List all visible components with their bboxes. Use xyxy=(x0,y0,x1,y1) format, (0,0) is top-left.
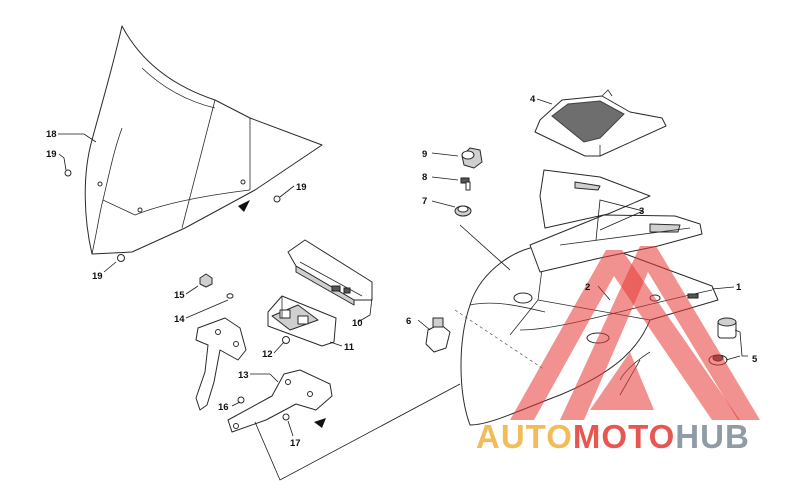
bracket-screw-17 xyxy=(282,413,290,421)
callout-9: 9 xyxy=(422,149,427,160)
callout-19-bottom: 19 xyxy=(92,271,103,282)
ignition-bezel-7 xyxy=(454,205,472,217)
callout-15: 15 xyxy=(174,290,185,301)
callout-8: 8 xyxy=(422,172,427,183)
windshield-screw-fasteners xyxy=(64,169,281,262)
callout-3: 3 xyxy=(639,206,644,217)
callout-1: 1 xyxy=(736,282,742,293)
callout-19-right: 19 xyxy=(296,182,307,193)
callout-13: 13 xyxy=(238,370,249,381)
callout-2: 2 xyxy=(585,282,590,293)
watermark-moto: MOTO xyxy=(572,418,676,455)
ignition-cap-9 xyxy=(461,147,483,169)
vent-panel-left-part xyxy=(539,169,651,229)
instrument-housing-part xyxy=(287,239,373,306)
bracket-washer-14 xyxy=(226,293,234,299)
bracket-screw xyxy=(282,336,290,344)
grille-part xyxy=(534,89,667,157)
ignition-key-8 xyxy=(460,177,471,191)
callout-14: 14 xyxy=(174,314,185,325)
watermark-hub: HUB xyxy=(675,418,750,455)
watermark-auto: AUTO xyxy=(476,418,573,455)
red-triangle-logo-icon xyxy=(510,246,760,420)
automotohub-watermark: AUTOMOTOHUB xyxy=(476,420,750,453)
instrument-bracket-part xyxy=(267,295,337,347)
callout-19-left: 19 xyxy=(46,149,57,160)
direction-arrow-windshield xyxy=(238,200,250,212)
callout-12: 12 xyxy=(262,349,273,360)
callout-10: 10 xyxy=(352,318,363,329)
bracket-nut-15 xyxy=(199,273,213,288)
callout-5: 5 xyxy=(752,354,758,365)
mount-bracket-lower-part xyxy=(227,369,333,433)
switch-part-6 xyxy=(425,317,451,353)
callout-16: 16 xyxy=(218,402,229,413)
callout-7: 7 xyxy=(422,196,427,207)
direction-arrow-bracket xyxy=(314,418,326,428)
bracket-screw-16 xyxy=(237,396,245,404)
callout-labels: 1 2 3 4 5 6 7 8 9 10 11 12 13 14 15 16 1… xyxy=(46,94,758,449)
callout-6: 6 xyxy=(406,316,411,327)
callout-4: 4 xyxy=(530,94,536,105)
callout-11: 11 xyxy=(344,342,355,353)
leader-lines xyxy=(58,98,748,481)
callout-17: 17 xyxy=(290,438,301,449)
windshield-part xyxy=(84,25,323,255)
vent-panel-right-part xyxy=(529,214,703,273)
mount-bracket-upper-part xyxy=(195,317,247,411)
callout-18: 18 xyxy=(46,129,57,140)
